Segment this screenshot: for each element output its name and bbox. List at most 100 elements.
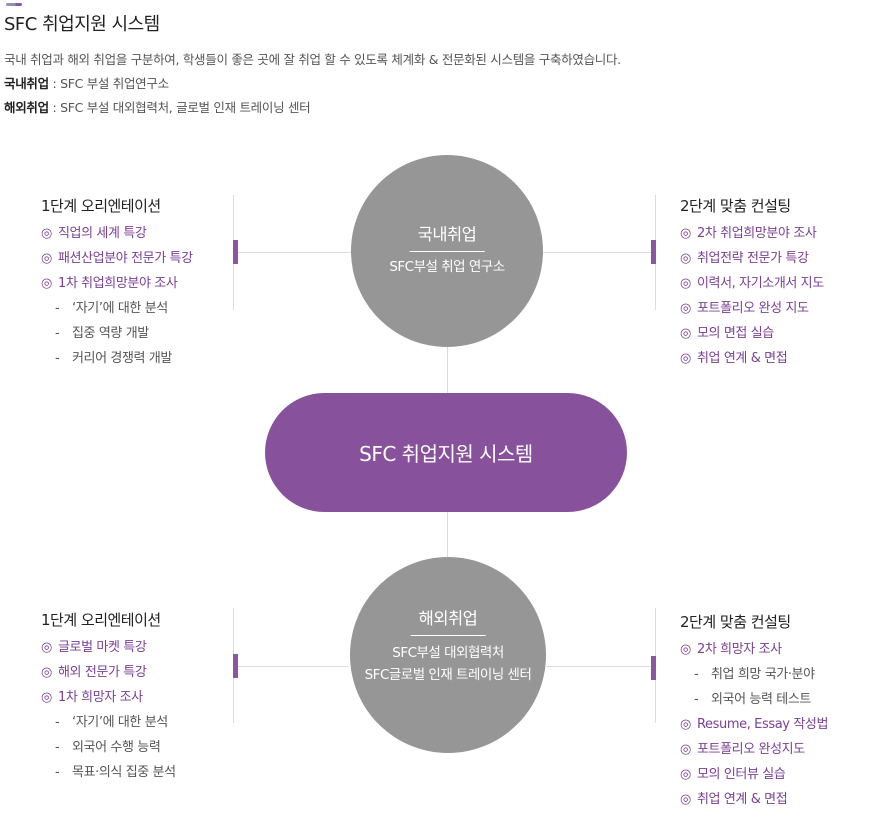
list-item-text: 커리어 경쟁력 개발	[72, 351, 172, 366]
list-item-text: 집중 역량 개발	[72, 326, 149, 341]
list-item-text: 포트폴리오 완성 지도	[697, 301, 809, 316]
list-item-text: 1차 희망자 조사	[58, 690, 143, 705]
dash-bullet-icon: -	[55, 326, 60, 341]
double-circle-bullet-icon: ◎	[680, 642, 691, 657]
intro-domestic: 국내취업 : SFC 부설 취업연구소	[4, 76, 621, 92]
list-item-text: 외국어 능력 테스트	[711, 692, 811, 707]
double-circle-bullet-icon: ◎	[680, 326, 691, 341]
list-item-text: 해외 전문가 특강	[58, 665, 147, 680]
intro-description: 국내 취업과 해외 취업을 구분하여, 학생들이 좋은 곳에 잘 취업 할 수 …	[4, 52, 621, 67]
connector-vertical-top	[447, 340, 448, 395]
overseas-label: 해외취업	[4, 100, 49, 115]
list-item: ◎이력서, 자기소개서 지도	[680, 271, 880, 296]
list-item: ◎ Resume, Essay 작성법	[680, 712, 880, 737]
double-circle-bullet-icon: ◎	[680, 351, 691, 366]
overseas-left-title: 1단계 오리엔테이션	[41, 611, 161, 629]
list-item-text: 2차 취업희망분야 조사	[697, 226, 817, 241]
double-circle-bullet-icon: ◎	[680, 742, 691, 757]
double-circle-bullet-icon: ◎	[680, 301, 691, 316]
double-circle-bullet-icon: ◎	[41, 665, 52, 680]
domestic-circle-sub: SFC부설 취업 연구소	[351, 256, 543, 278]
list-item: ◎ 취업전략 전문가 특강	[680, 246, 880, 271]
list-item-text: 포트폴리오 완성지도	[697, 742, 805, 757]
list-item-text: Resume, Essay 작성법	[697, 717, 829, 732]
list-item: ◎ 1차 취업희망분야 조사	[41, 271, 241, 296]
list-item-text: 모의 면접 실습	[697, 326, 774, 341]
dash-bullet-icon: -	[55, 351, 60, 366]
domestic-text: : SFC 부설 취업연구소	[48, 76, 169, 91]
domestic-left-connector	[238, 252, 351, 253]
double-circle-bullet-icon: ◎	[680, 226, 691, 241]
list-subitem: -집중 역량 개발	[41, 321, 241, 346]
domestic-right-connector	[543, 252, 653, 253]
overseas-left-list: ◎ 글로벌 마켓 특강 ◎ 해외 전문가 특강 ◎ 1차 희망자 조사 -‘자기’에 대한 …	[41, 635, 241, 785]
title-decoration	[6, 3, 22, 6]
domestic-left-block: 1단계 오리엔테이션 ◎직업의 세계 특강◎패션산업분야 전문가 특강◎1차 취…	[41, 196, 241, 371]
overseas-left-connector	[238, 666, 348, 667]
list-item-text: 모의 인터뷰 실습	[697, 767, 786, 782]
list-item-text: 취업전략 전문가 특강	[697, 251, 809, 266]
center-system-pill: SFC 취업지원 시스템	[265, 393, 627, 512]
dash-bullet-icon: -	[694, 667, 699, 682]
dash-bullet-icon: -	[55, 301, 60, 316]
double-circle-bullet-icon: ◎	[41, 690, 52, 705]
list-item: ◎ 포트폴리오 완성지도	[680, 737, 880, 762]
list-subitem: -커리어 경쟁력 개발	[41, 346, 241, 371]
list-item: ◎ 글로벌 마켓 특강	[41, 635, 241, 660]
list-item-text: ‘자기’에 대한 분석	[72, 301, 168, 316]
list-item: ◎ 2차 취업희망분야 조사	[680, 221, 880, 246]
list-item-text: 취업 희망 국가·분야	[711, 667, 815, 682]
overseas-left-block: 1단계 오리엔테이션 ◎ 글로벌 마켓 특강 ◎ 해외 전문가 특강 ◎ 1차 희망자 조…	[41, 610, 241, 785]
double-circle-bullet-icon: ◎	[41, 276, 52, 291]
dash-bullet-icon: -	[694, 692, 699, 707]
list-item: ◎ 패션산업분야 전문가 특강	[41, 246, 241, 271]
dash-bullet-icon: -	[55, 715, 60, 730]
double-circle-bullet-icon: ◎	[41, 251, 52, 266]
list-subitem: -‘자기’에 대한 분석	[41, 296, 241, 321]
list-item: ◎ 해외 전문가 특강	[41, 660, 241, 685]
list-subitem: -‘자기’에 대한 분석	[41, 710, 241, 735]
double-circle-bullet-icon: ◎	[680, 717, 691, 732]
list-item-text: 목표·의식 집중 분석	[72, 765, 176, 780]
list-item: ◎ 1차 희망자 조사	[41, 685, 241, 710]
domestic-right-list: ◎2차 취업희망분야 조사◎취업전략 전문가 특강◎이력서, 자기소개서 지도◎…	[680, 221, 880, 371]
center-system-label: SFC 취업지원 시스템	[359, 442, 533, 466]
list-item-text: ‘자기’에 대한 분석	[72, 715, 168, 730]
list-subitem: -외국어 능력 테스트	[680, 687, 880, 712]
domestic-right-marker	[651, 240, 656, 264]
list-item: ◎ 모의 면접 실습	[680, 321, 880, 346]
double-circle-bullet-icon: ◎	[680, 792, 691, 807]
list-item-text: 직업의 세계 특강	[58, 226, 147, 241]
list-item: ◎ 취업 연계 & 면접	[680, 346, 880, 371]
overseas-right-connector	[546, 666, 653, 667]
double-circle-bullet-icon: ◎	[680, 276, 691, 291]
overseas-left-marker	[233, 654, 238, 678]
overseas-circle-sub: SFC부설 대외협력처 SFC글로벌 인재 트레이닝 센터	[350, 642, 546, 686]
overseas-right-title: 2단계 맞춤 컨설팅	[680, 613, 791, 631]
list-item: ◎ 취업 연계 & 면접	[680, 787, 880, 812]
list-item-text: 글로벌 마켓 특강	[58, 640, 147, 655]
domestic-left-list: ◎직업의 세계 특강◎패션산업분야 전문가 특강◎1차 취업희망분야 조사-‘자…	[41, 221, 241, 371]
overseas-circle-title: 해외취업	[410, 605, 486, 636]
list-subitem: -목표·의식 집중 분석	[41, 760, 241, 785]
connector-vertical-bottom	[447, 510, 448, 558]
dash-bullet-icon: -	[55, 740, 60, 755]
list-item-text: 패션산업분야 전문가 특강	[58, 251, 193, 266]
double-circle-bullet-icon: ◎	[41, 226, 52, 241]
list-subitem: -외국어 수행 능력	[41, 735, 241, 760]
overseas-circle: 해외취업 SFC부설 대외협력처 SFC글로벌 인재 트레이닝 센터	[350, 557, 546, 753]
intro-section: 국내 취업과 해외 취업을 구분하여, 학생들이 좋은 곳에 잘 취업 할 수 …	[4, 52, 621, 124]
list-item: ◎ 포트폴리오 완성 지도	[680, 296, 880, 321]
list-item: ◎ 모의 인터뷰 실습	[680, 762, 880, 787]
list-item-text: 취업 연계 & 면접	[697, 351, 788, 366]
double-circle-bullet-icon: ◎	[680, 251, 691, 266]
double-circle-bullet-icon: ◎	[680, 767, 691, 782]
overseas-circle-sub-line: SFC글로벌 인재 트레이닝 센터	[364, 667, 532, 683]
domestic-circle: 국내취업 SFC부설 취업 연구소	[351, 155, 543, 347]
domestic-left-marker	[233, 240, 238, 264]
double-circle-bullet-icon: ◎	[41, 640, 52, 655]
list-item-text: 1차 취업희망분야 조사	[58, 276, 178, 291]
list-item-text: 취업 연계 & 면접	[697, 792, 788, 807]
page-title: SFC 취업지원 시스템	[4, 14, 160, 35]
domestic-right-block: 2단계 맞춤 컨설팅 ◎2차 취업희망분야 조사◎취업전략 전문가 특강◎이력서…	[680, 196, 880, 371]
